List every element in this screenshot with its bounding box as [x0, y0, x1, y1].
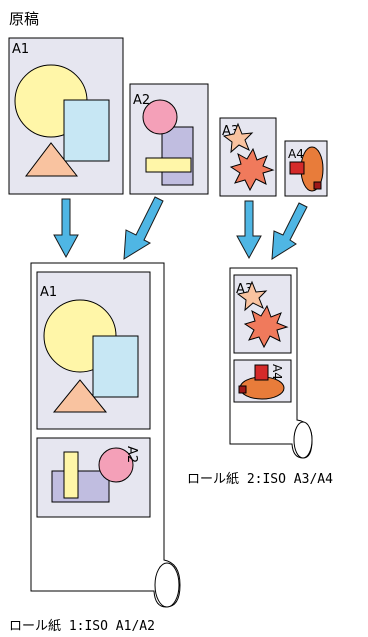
roll1-sheet-a1: A1 [36, 271, 151, 430]
lavender-rectangle [161, 126, 194, 186]
roll1-label-a1: A1 [40, 285, 57, 300]
roll2-label-a4: A4 [270, 364, 284, 380]
roll1-sheet-a2: A2 [36, 437, 151, 518]
lavender-rectangle [51, 470, 110, 503]
sheet-label-a1: A1 [12, 42, 29, 57]
roll2-sheet-a3: A3 [233, 274, 292, 354]
orange-star [243, 304, 289, 349]
peach-triangle [24, 142, 79, 177]
original-sheet-a1: A1 [8, 37, 124, 195]
peach-star [236, 280, 268, 312]
sheet-label-a2: A2 [133, 93, 150, 108]
originals-label: 原稿 [9, 10, 39, 28]
blue-rectangle [63, 99, 110, 162]
original-sheet-a2: A2 [129, 83, 209, 195]
pink-circle [142, 99, 178, 135]
sheet-label-a4: A4 [288, 147, 304, 161]
original-sheet-a3: A3 [219, 117, 277, 197]
arrow-diagonal-a2 [123, 196, 164, 260]
red-square [254, 364, 269, 381]
yellow-bar [63, 451, 79, 499]
small-dark-square [313, 181, 322, 190]
arrow-down-a3 [236, 200, 262, 260]
original-sheet-a4: A4 [284, 140, 328, 197]
peach-triangle [52, 379, 108, 413]
blue-rectangle [92, 335, 139, 398]
arrow-diagonal-a4 [271, 202, 308, 260]
roll2-caption: ロール紙 2:ISO A3/A4 [187, 472, 333, 487]
roll1-label-a2: A2 [124, 446, 139, 463]
pink-circle [98, 447, 134, 483]
peach-star [222, 122, 254, 154]
yellow-bar [145, 157, 192, 173]
red-square [289, 161, 305, 175]
arrow-down-a1 [53, 198, 79, 259]
small-dark-square [238, 385, 247, 394]
orange-star [229, 147, 275, 192]
roll1-caption: ロール紙 1:ISO A1/A2 [9, 619, 155, 634]
roll2-sheet-a4: A4 [233, 359, 292, 403]
